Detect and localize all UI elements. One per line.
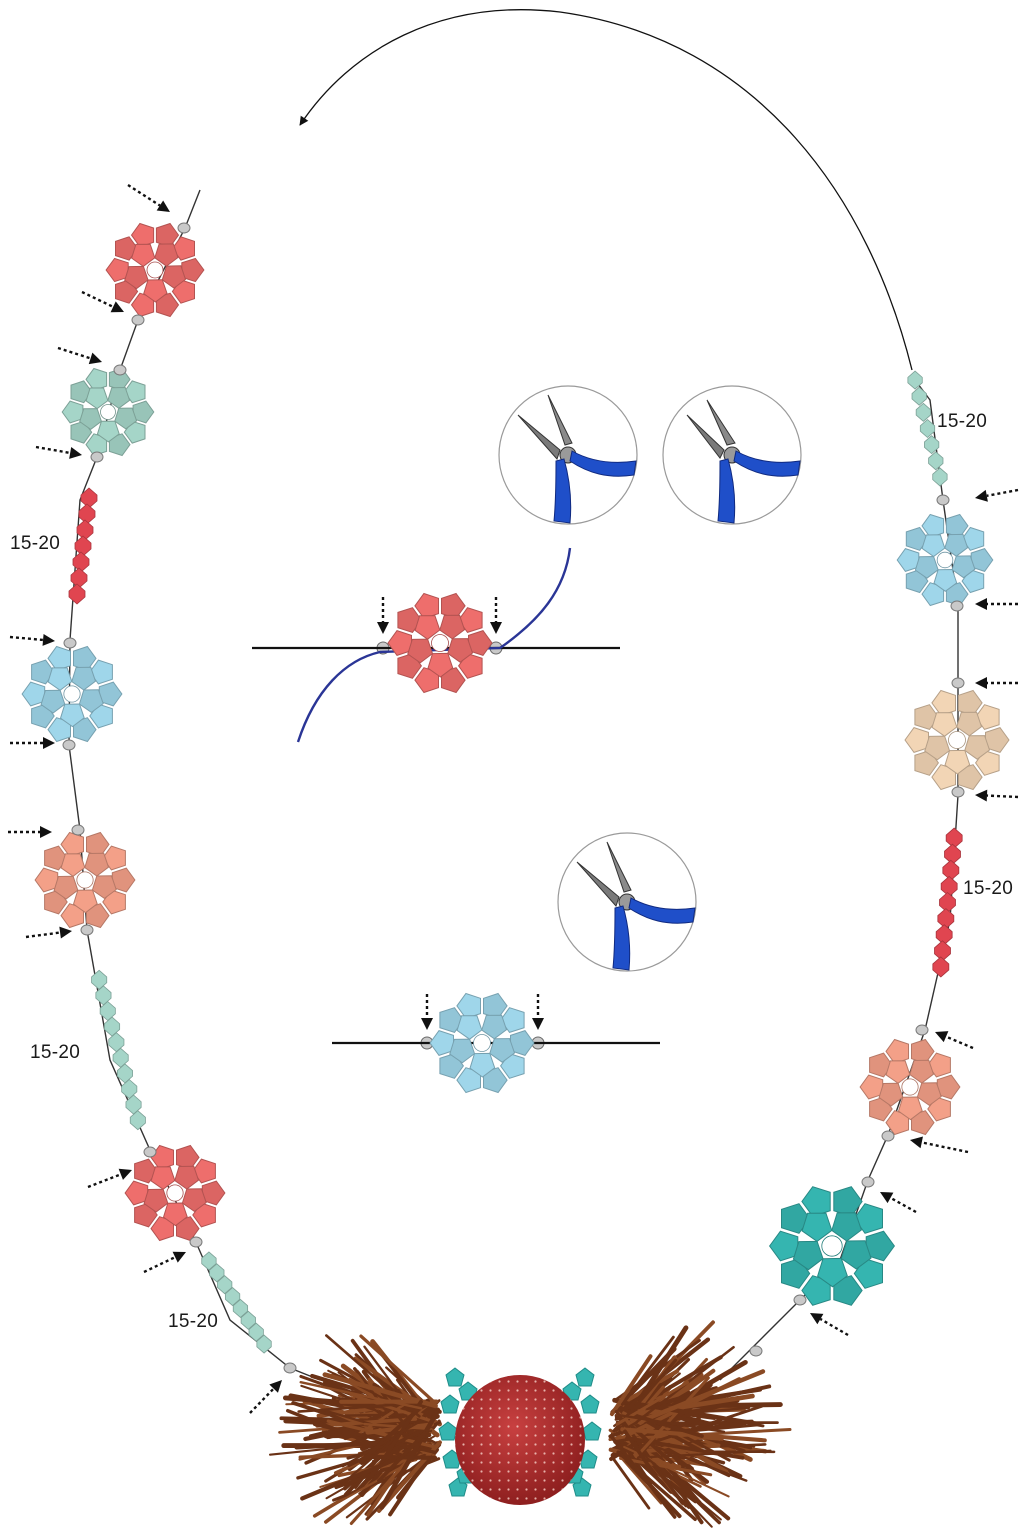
teal-cap-bead	[441, 1395, 459, 1413]
spacer-bead	[132, 315, 144, 325]
round-nose-pliers-icon	[558, 833, 696, 971]
spacer-bead	[178, 223, 190, 233]
spacer-bead	[750, 1346, 762, 1356]
teal-cap-bead	[446, 1368, 464, 1386]
blue-cluster-right	[897, 515, 993, 606]
dotted-pointer-arrow-icon	[88, 1169, 132, 1187]
teal-cap-bead	[576, 1368, 594, 1386]
spacer-bead	[284, 1363, 296, 1373]
bead-count-label: 15-20	[963, 878, 1013, 900]
dotted-pointer-arrow-icon	[36, 447, 82, 459]
spacer-bead	[882, 1131, 894, 1141]
dotted-pointer-arrow-icon	[10, 634, 55, 646]
red-bead-strand-right	[933, 828, 962, 977]
salmon-cluster-left	[35, 833, 135, 928]
dotted-pointer-arrow-icon	[975, 598, 1018, 610]
mint-bead-strand-lower-left	[202, 1252, 272, 1353]
salmon-cluster-right	[860, 1040, 960, 1135]
right-tassel	[610, 1322, 790, 1526]
return-arrow	[300, 10, 912, 370]
dotted-pointer-arrow-icon	[975, 490, 1018, 502]
detail-step-2	[332, 994, 660, 1093]
dotted-pointer-arrow-icon	[532, 994, 544, 1030]
spacer-bead	[794, 1295, 806, 1305]
dotted-pointer-arrow-icon	[880, 1192, 916, 1212]
spacer-bead	[64, 638, 76, 648]
dotted-pointer-arrow-icon	[490, 597, 502, 634]
dotted-pointer-arrow-icon	[250, 1380, 282, 1413]
spacer-bead	[951, 601, 963, 611]
spacer-bead	[63, 740, 75, 750]
blue-cluster-left	[22, 647, 122, 742]
dotted-pointer-arrow-icon	[421, 994, 433, 1030]
coral-cluster-lower-left	[125, 1146, 225, 1241]
mint-bead-strand-left	[92, 970, 146, 1129]
dotted-pointer-arrow-icon	[377, 597, 389, 634]
dotted-pointer-arrow-icon	[144, 1252, 186, 1272]
dotted-pointer-arrow-icon	[910, 1137, 968, 1152]
detail-step-1	[252, 548, 620, 742]
bead-count-label: 15-20	[168, 1311, 218, 1333]
dotted-pointer-arrow-icon	[975, 677, 1018, 689]
spacer-bead	[190, 1237, 202, 1247]
spacer-bead	[862, 1177, 874, 1187]
dotted-pointer-arrow-icon	[10, 737, 55, 749]
blue-cluster-detail	[430, 994, 534, 1093]
dotted-pointer-arrow-icon	[975, 790, 1018, 802]
wire-cutter-icon	[663, 386, 801, 524]
dotted-pointer-arrow-icon	[58, 348, 102, 364]
bead-count-label: 15-20	[30, 1042, 80, 1064]
mint-cluster-left	[62, 369, 154, 456]
spacer-bead	[91, 452, 103, 462]
dotted-pointer-arrow-icon	[8, 826, 52, 838]
spacer-bead	[952, 787, 964, 797]
spacer-bead	[144, 1147, 156, 1157]
spacer-bead	[72, 825, 84, 835]
dotted-pointer-arrow-icon	[128, 185, 170, 212]
spacer-bead	[937, 495, 949, 505]
coral-cluster-detail	[388, 594, 492, 693]
bead-count-label: 15-20	[937, 411, 987, 433]
spacer-bead	[114, 365, 126, 375]
teal-cluster-right	[770, 1187, 895, 1306]
tassel-focal-assembly	[270, 1322, 790, 1526]
spacer-bead	[916, 1025, 928, 1035]
left-tassel	[270, 1336, 440, 1524]
spacer-bead	[952, 678, 964, 688]
round-nose-pliers-icon	[499, 386, 637, 524]
spacer-bead	[81, 925, 93, 935]
bead-count-label: 15-20	[10, 533, 60, 555]
teal-cap-bead	[581, 1395, 599, 1413]
dotted-pointer-arrow-icon	[810, 1313, 848, 1335]
dotted-pointer-arrow-icon	[26, 927, 72, 939]
teal-cap-bead	[583, 1422, 601, 1440]
dotted-pointer-arrow-icon	[935, 1031, 973, 1048]
peach-cluster-right	[905, 691, 1009, 790]
coral-cluster-top-left	[106, 224, 204, 317]
